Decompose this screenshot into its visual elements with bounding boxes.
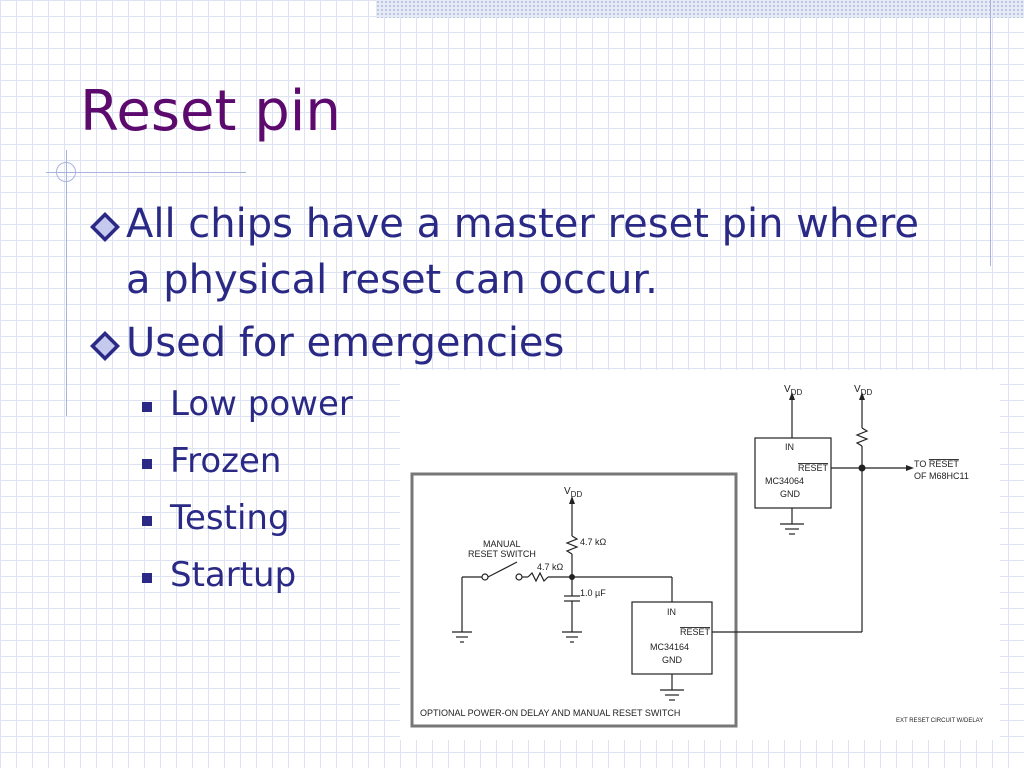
sub-bullet-frozen: Frozen <box>142 441 281 481</box>
lower-chip-in-label: IN <box>667 607 676 617</box>
sub-bullet-testing: Testing <box>142 498 290 538</box>
decor-circle <box>56 162 76 182</box>
manual-label: MANUAL <box>483 539 521 549</box>
lower-chip-reset-label: RESET <box>680 627 711 637</box>
decor-vertical-line-right <box>990 0 991 266</box>
square-bullet-icon <box>142 459 152 469</box>
diamond-bullet-icon <box>90 212 120 242</box>
resistor-switch-label: 4.7 kΩ <box>537 562 564 572</box>
sub-bullet-text: Testing <box>170 498 290 538</box>
figure-id-label: EXT RESET CIRCUIT W/DELAY <box>896 718 983 724</box>
bullet-used-for-emergencies: Used for emergencies <box>88 315 948 371</box>
square-bullet-icon <box>142 573 152 583</box>
vdd-lower-label: VDD <box>564 486 582 499</box>
upper-chip-in-label: IN <box>785 442 794 452</box>
bullet-text-line-1: All chips have a master reset pin where <box>126 201 920 247</box>
decor-horizontal-line <box>46 172 246 173</box>
upper-chip-part-label: MC34064 <box>765 476 804 486</box>
sub-bullet-low-power: Low power <box>142 384 353 424</box>
bullet-all-chips: All chips have a master reset pin where … <box>88 196 948 308</box>
square-bullet-icon <box>142 516 152 526</box>
upper-chip-reset-label: RESET <box>798 463 829 473</box>
reset-circuit-diagram: VDD VDD IN RESET MC34064 GND TO RESET OF… <box>400 370 1000 740</box>
sub-bullet-text: Frozen <box>170 441 282 481</box>
upper-chip-gnd-label: GND <box>780 489 801 499</box>
capacitor-label: 1.0 µF <box>580 588 606 598</box>
sub-bullet-text: Startup <box>170 555 297 595</box>
slide-title: Reset pin <box>80 79 341 144</box>
sub-bullet-startup: Startup <box>142 555 296 595</box>
vdd-left-label: VDD <box>784 384 802 397</box>
to-reset-label: TO RESET <box>914 459 959 469</box>
square-bullet-icon <box>142 402 152 412</box>
lower-chip-gnd-label: GND <box>662 655 683 665</box>
header-pattern-band <box>376 0 1024 18</box>
vdd-right-label: VDD <box>854 384 872 397</box>
lower-chip-part-label: MC34164 <box>650 642 689 652</box>
bullet-text-line-2: a physical reset can occur. <box>126 257 658 303</box>
resistor-top-label: 4.7 kΩ <box>580 537 607 547</box>
decor-vertical-line-left <box>66 150 67 416</box>
sub-bullet-text: Low power <box>170 384 353 424</box>
reset-switch-label: RESET SWITCH <box>468 549 536 559</box>
circuit-caption: OPTIONAL POWER-ON DELAY AND MANUAL RESET… <box>420 708 680 718</box>
diamond-bullet-icon <box>90 331 120 361</box>
of-m68hc11-label: OF M68HC11 <box>914 471 969 481</box>
bullet-text: Used for emergencies <box>126 320 565 366</box>
